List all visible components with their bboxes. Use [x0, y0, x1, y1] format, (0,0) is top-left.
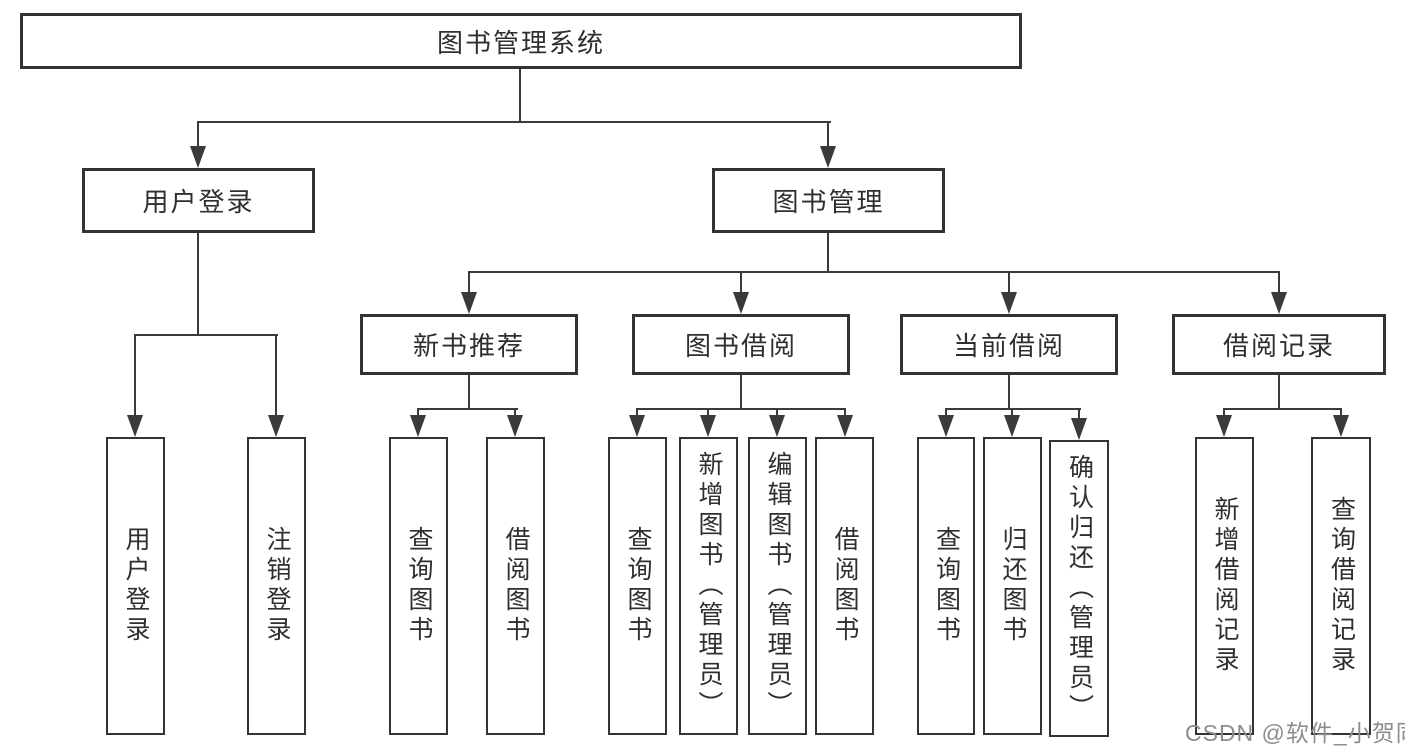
node-edit-book-admin-label: 编辑图书（管理员）: [764, 451, 792, 721]
node-root-label: 图书管理系统: [436, 27, 605, 58]
connector-line: [417, 408, 518, 410]
node-query-borrow-record: 查询借阅记录: [1311, 437, 1371, 735]
connector-line: [519, 69, 521, 123]
node-query-books-recommend-label: 查询图书: [405, 526, 433, 646]
node-book-borrowing: 图书借阅: [632, 314, 850, 375]
connector-line: [197, 121, 831, 123]
arrowhead-down-icon: [1216, 415, 1232, 437]
node-book-borrowing-label: 图书借阅: [684, 331, 797, 361]
arrowhead-down-icon: [820, 146, 836, 168]
node-new-book-recommend-label: 新书推荐: [412, 331, 525, 361]
node-borrowing-records: 借阅记录: [1172, 314, 1386, 375]
arrowhead-down-icon: [1271, 292, 1287, 314]
connector-line: [844, 408, 846, 420]
connector-line: [417, 408, 419, 420]
node-confirm-return-admin-label: 确认归还（管理员）: [1065, 453, 1094, 724]
connector-line: [827, 233, 829, 273]
connector-line: [1278, 375, 1280, 410]
node-query-books-borrowing-label: 查询图书: [624, 526, 652, 646]
node-current-borrowing: 当前借阅: [900, 314, 1118, 375]
arrowhead-down-icon: [837, 415, 853, 437]
arrowhead-down-icon: [410, 415, 426, 437]
node-return-books: 归还图书: [983, 437, 1042, 735]
node-query-books-current: 查询图书: [917, 437, 975, 735]
node-add-book-admin-label: 新增图书（管理员）: [695, 451, 723, 721]
arrowhead-down-icon: [733, 292, 749, 314]
arrowhead-down-icon: [268, 415, 284, 437]
connector-line: [827, 121, 829, 149]
arrowhead-down-icon: [1001, 292, 1017, 314]
connector-line: [514, 408, 516, 420]
node-current-borrowing-label: 当前借阅: [952, 331, 1065, 361]
connector-line: [636, 408, 638, 420]
node-query-books-borrowing: 查询图书: [608, 437, 667, 735]
arrowhead-down-icon: [507, 415, 523, 437]
connector-line: [740, 271, 742, 295]
arrowhead-down-icon: [938, 415, 954, 437]
connector-line: [1008, 375, 1010, 410]
arrowhead-down-icon: [700, 415, 716, 437]
arrowhead-down-icon: [769, 415, 785, 437]
connector-line: [945, 408, 1081, 410]
node-borrow-books-recommend: 借阅图书: [486, 437, 545, 735]
csdn-watermark: CSDN @软件_小贺同学: [1185, 720, 1405, 746]
connector-line: [1278, 271, 1280, 295]
node-book-management: 图书管理: [712, 168, 945, 233]
connector-line: [1340, 408, 1342, 420]
connector-line: [468, 271, 1280, 273]
node-new-book-recommend: 新书推荐: [360, 314, 578, 375]
node-query-borrow-record-label: 查询借阅记录: [1327, 496, 1356, 676]
connector-line: [468, 375, 470, 410]
connector-line: [945, 408, 947, 420]
node-return-books-label: 归还图书: [999, 526, 1027, 646]
arrowhead-down-icon: [1071, 418, 1087, 440]
connector-line: [275, 334, 277, 418]
arrowhead-down-icon: [1004, 415, 1020, 437]
node-logout: 注销登录: [247, 437, 306, 735]
node-root: 图书管理系统: [20, 13, 1022, 69]
connector-line: [468, 271, 470, 295]
node-edit-book-admin: 编辑图书（管理员）: [748, 437, 807, 735]
connector-line: [707, 408, 709, 420]
connector-line: [636, 408, 846, 410]
node-logout-label: 注销登录: [263, 526, 291, 646]
connector-line: [134, 334, 136, 418]
connector-line: [1011, 408, 1013, 420]
node-add-book-admin: 新增图书（管理员）: [679, 437, 738, 735]
connector-line: [197, 233, 199, 336]
node-add-borrow-record-label: 新增借阅记录: [1211, 496, 1239, 676]
connector-line: [740, 375, 742, 410]
node-query-books-current-label: 查询图书: [932, 526, 961, 646]
node-borrow-books-borrowing-label: 借阅图书: [831, 526, 859, 646]
node-borrow-books-borrowing: 借阅图书: [815, 437, 874, 735]
node-user-login: 用户登录: [82, 168, 315, 233]
arrowhead-down-icon: [190, 146, 206, 168]
node-borrowing-records-label: 借阅记录: [1222, 331, 1335, 361]
arrowhead-down-icon: [1333, 415, 1349, 437]
connector-line: [1078, 408, 1080, 420]
node-user-login-leaf-label: 用户登录: [122, 526, 150, 646]
node-confirm-return-admin: 确认归还（管理员）: [1049, 440, 1109, 737]
node-query-books-recommend: 查询图书: [389, 437, 448, 735]
node-user-login-label: 用户登录: [142, 187, 255, 217]
arrowhead-down-icon: [461, 292, 477, 314]
connector-line: [776, 408, 778, 420]
connector-line: [1008, 271, 1010, 295]
node-add-borrow-record: 新增借阅记录: [1195, 437, 1254, 735]
connector-line: [1223, 408, 1342, 410]
arrowhead-down-icon: [127, 415, 143, 437]
connector-line: [197, 121, 199, 149]
connector-line: [134, 334, 278, 336]
node-borrow-books-recommend-label: 借阅图书: [502, 526, 530, 646]
arrowhead-down-icon: [629, 415, 645, 437]
connector-line: [1223, 408, 1225, 420]
node-book-management-label: 图书管理: [772, 187, 885, 217]
node-user-login-leaf: 用户登录: [106, 437, 165, 735]
